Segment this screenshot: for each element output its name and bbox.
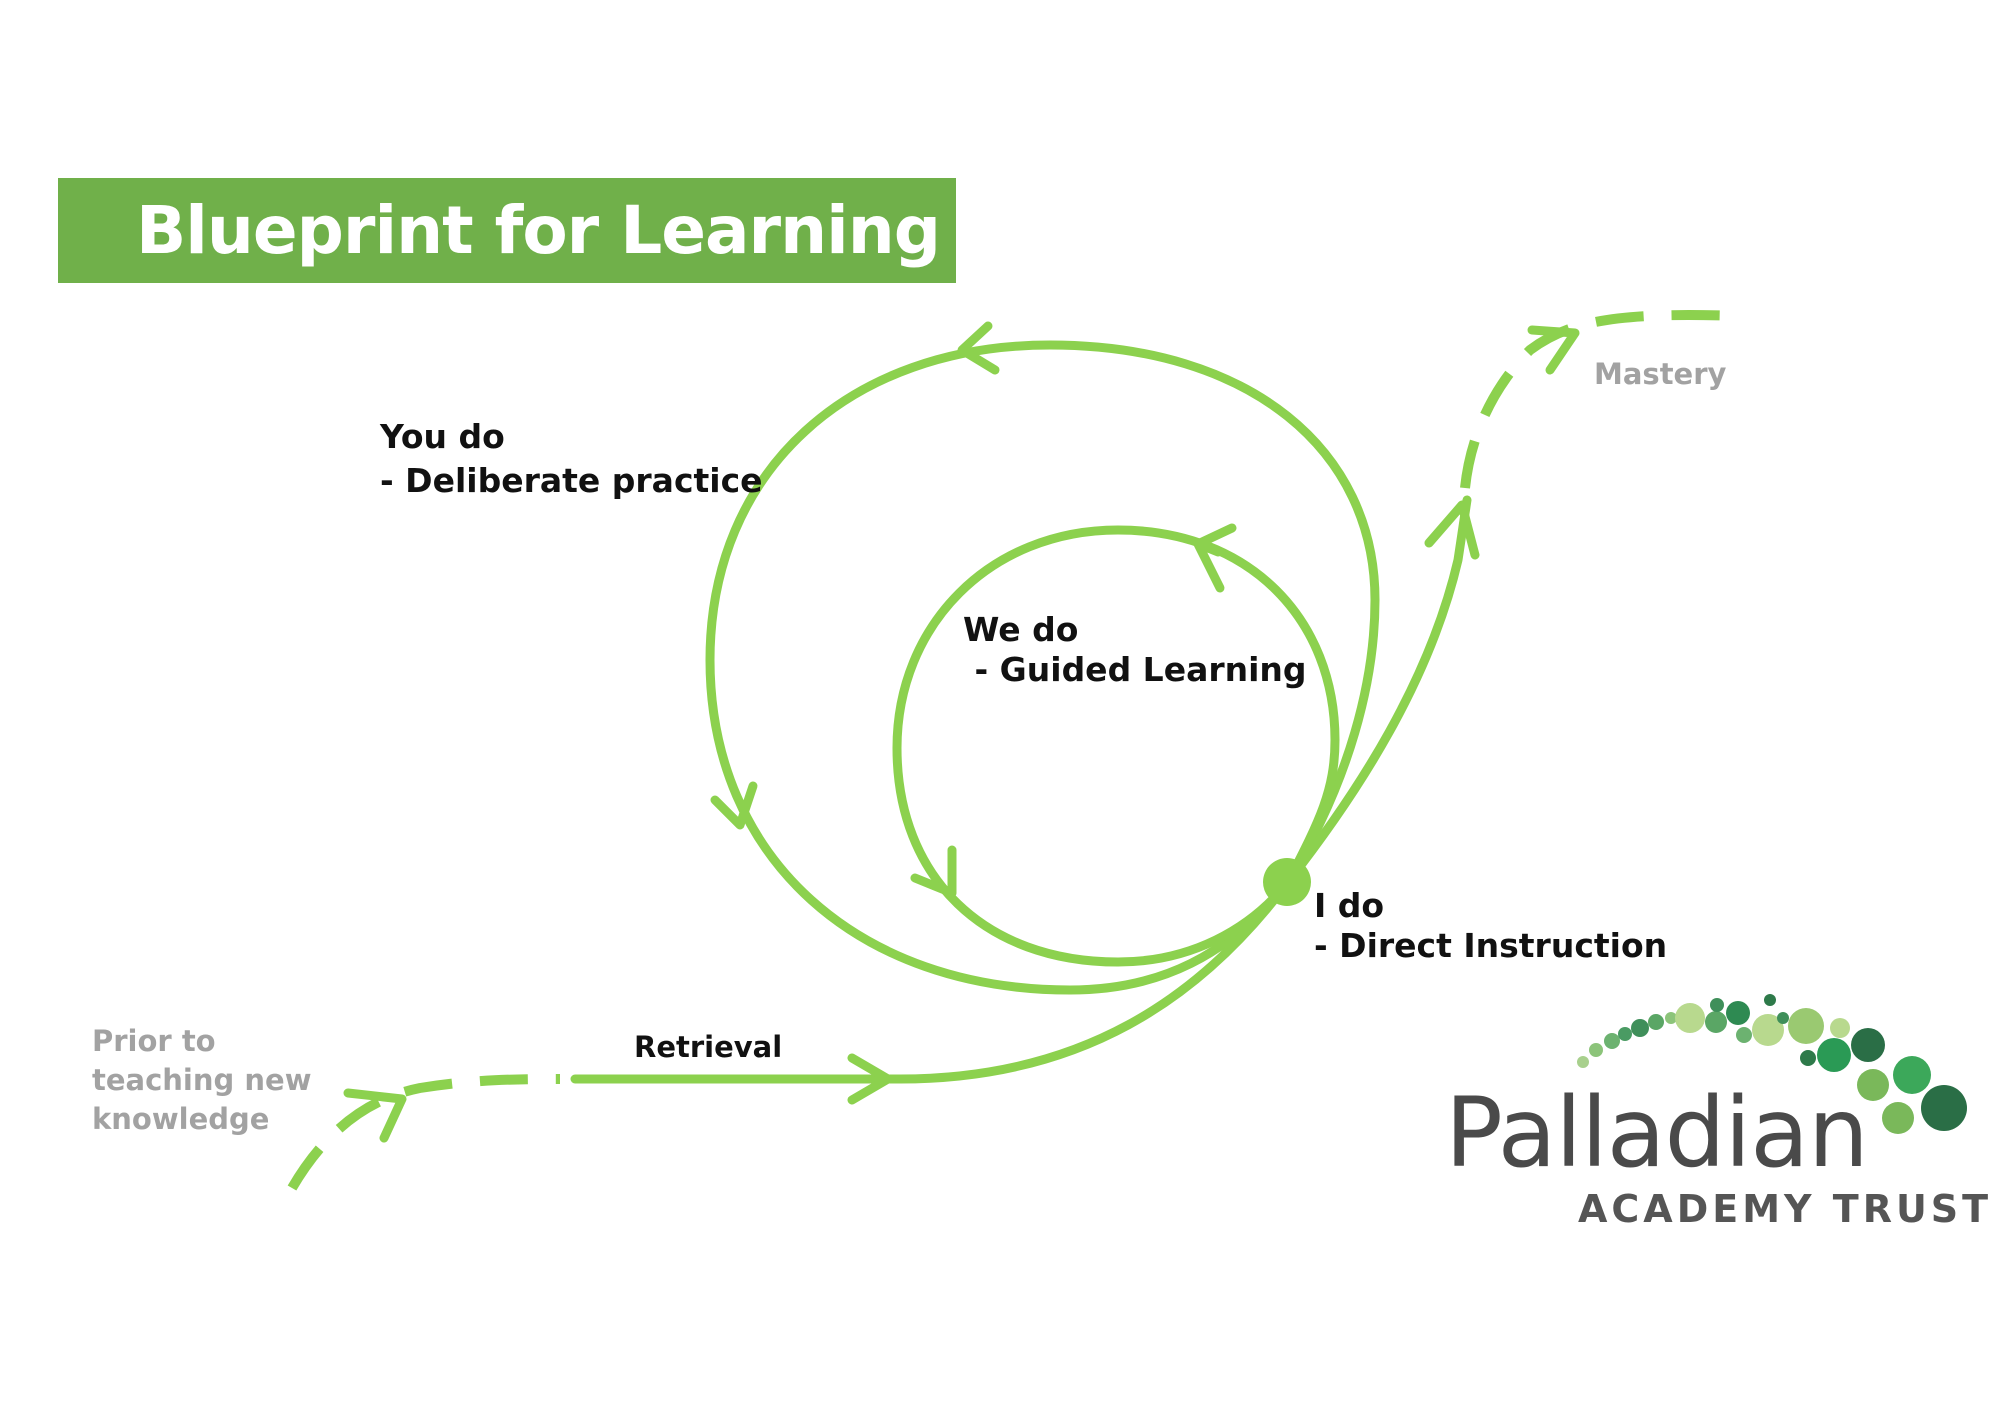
outer-loop-path	[705, 340, 1380, 995]
you-do-title: You do	[380, 417, 505, 456]
mastery-line	[1283, 495, 1472, 887]
outer-top-arrow	[957, 321, 1000, 375]
title-bar: Blueprint for Learning	[58, 178, 956, 283]
we-do-label: We do - Guided Learning	[963, 610, 1307, 689]
prior-line-2: teaching new	[92, 1063, 312, 1098]
inner-left-arrow	[910, 845, 957, 898]
retrieval-line	[570, 877, 1293, 1084]
you-do-label: You do - Deliberate practice	[380, 417, 763, 500]
retrieval-label: Retrieval	[634, 1030, 783, 1064]
outer-left-arrow	[710, 781, 758, 830]
i-do-node	[1263, 858, 1311, 906]
inner-loop-path	[892, 525, 1340, 967]
prior-line-3: knowledge	[92, 1102, 270, 1137]
we-do-subtitle: - Guided Learning	[963, 649, 1307, 689]
prior-dashed-line	[287, 1074, 561, 1191]
logo-dots	[1577, 994, 1967, 1134]
prior-arrow	[343, 1088, 407, 1143]
upward-arrow	[1424, 500, 1480, 560]
mastery-label: Mastery	[1594, 357, 1727, 391]
inner-top-arrow	[1193, 523, 1237, 593]
i-do-subtitle: - Direct Instruction	[1314, 925, 1668, 965]
you-do-subtitle: - Deliberate practice	[380, 460, 763, 500]
i-do-label: I do - Direct Instruction	[1314, 886, 1667, 965]
retrieval-arrow	[847, 1053, 893, 1105]
page-title: Blueprint for Learning	[136, 192, 941, 269]
prior-line-1: Prior to	[92, 1024, 216, 1058]
mastery-arrow	[1527, 325, 1580, 375]
prior-knowledge-label: Prior to teaching new knowledge	[92, 1022, 311, 1139]
mastery-dashed-line	[1460, 310, 1741, 489]
we-do-title: We do	[963, 610, 1079, 649]
logo-name: Palladian	[1445, 1077, 1869, 1189]
logo-subtitle: ACADEMY TRUST	[1578, 1187, 1993, 1231]
i-do-title: I do	[1314, 886, 1385, 925]
